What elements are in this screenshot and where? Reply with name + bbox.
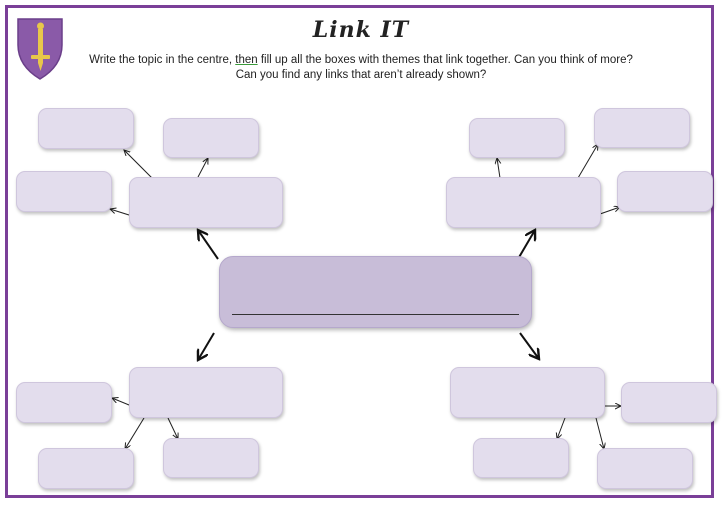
arrow-bl-down-left [125, 417, 145, 449]
instructions-then: then [235, 54, 258, 66]
arrow-tl-left [110, 209, 130, 216]
link-box-tl-1[interactable] [38, 108, 134, 149]
arrow-bl-down-right [167, 417, 178, 439]
link-box-tl-3[interactable] [16, 171, 112, 212]
shield-logo-icon [17, 18, 63, 80]
hub-box-top-right[interactable] [446, 177, 601, 228]
arrow-centre-to-top-right [517, 230, 535, 260]
arrow-centre-to-bottom-right [519, 332, 539, 359]
arrow-br-down-right [595, 417, 604, 449]
centre-writing-line [232, 314, 519, 315]
centre-topic-box[interactable] [219, 256, 532, 328]
link-box-br-1[interactable] [621, 382, 717, 423]
hub-box-top-left[interactable] [129, 177, 283, 228]
link-box-bl-2[interactable] [38, 448, 134, 489]
arrow-tr-right [599, 207, 620, 215]
link-box-tr-3[interactable] [617, 171, 713, 212]
link-box-br-3[interactable] [597, 448, 693, 489]
hub-box-bottom-left[interactable] [129, 367, 283, 418]
worksheet-title: Link IT [312, 17, 410, 43]
link-box-tr-2[interactable] [594, 108, 690, 148]
link-box-br-2[interactable] [473, 438, 569, 478]
arrow-tr-up-left [497, 158, 500, 179]
link-box-bl-3[interactable] [163, 438, 259, 478]
instructions-line-2: Can you find any links that aren’t alrea… [235, 69, 487, 81]
instructions-text: Write the topic in the centre, then fill… [60, 53, 662, 83]
link-box-bl-1[interactable] [16, 382, 112, 423]
link-box-tr-1[interactable] [469, 118, 565, 158]
arrow-centre-to-bottom-left [198, 332, 215, 360]
instructions-part-1: Write the topic in the centre, [89, 54, 236, 66]
arrow-centre-to-top-left [198, 230, 219, 260]
link-box-tl-2[interactable] [163, 118, 259, 158]
arrow-tl-up-right [197, 158, 208, 178]
arrow-br-down-left [557, 417, 566, 439]
arrow-tl-up-left [124, 150, 153, 179]
instructions-part-2: fill up all the boxes with themes that l… [257, 54, 633, 66]
arrow-tr-up-right [577, 144, 598, 179]
arrow-bl-left [112, 398, 130, 406]
hub-box-bottom-right[interactable] [450, 367, 605, 418]
